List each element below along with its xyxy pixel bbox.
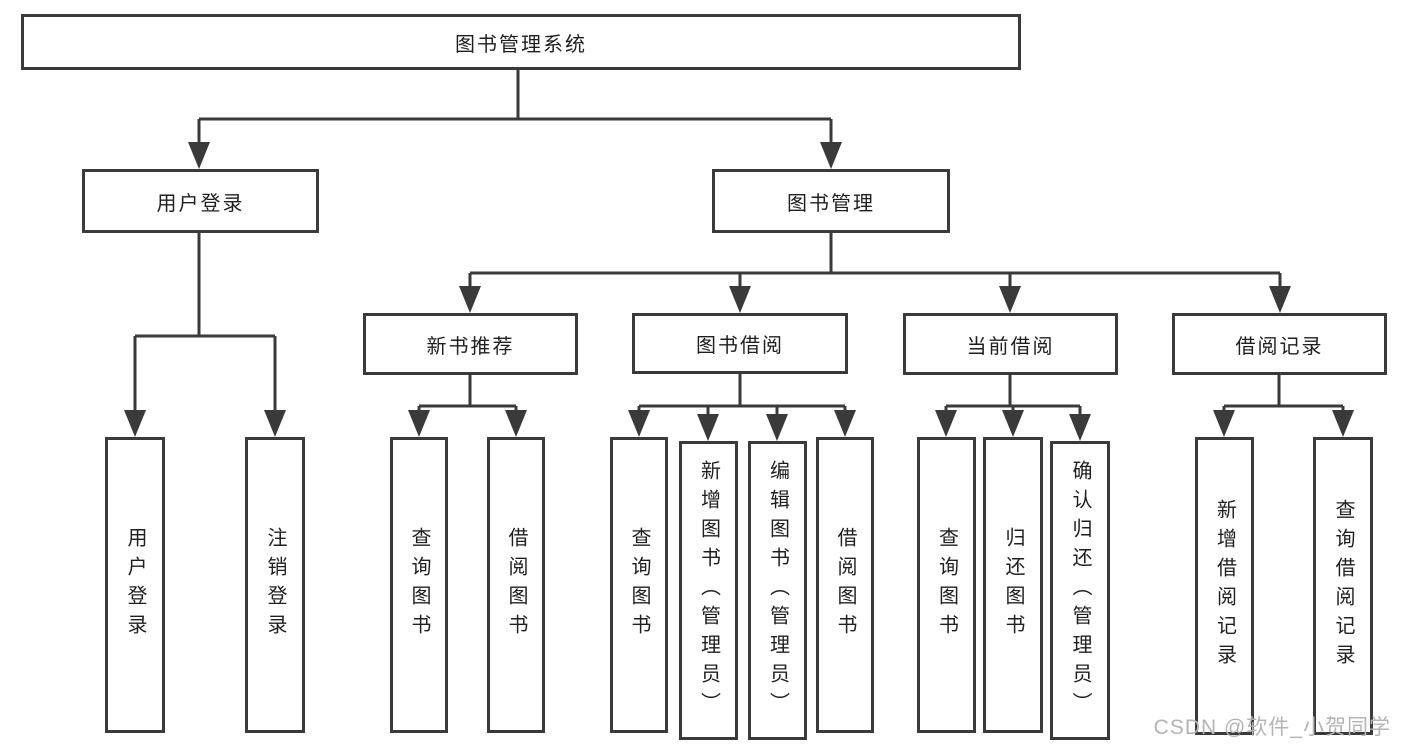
node-book-management: 图书管理 xyxy=(712,169,950,233)
leaf-query-books: 查询图书 xyxy=(610,437,668,733)
leaf-user-login: 用户登录 xyxy=(105,437,165,733)
leaf-confirm-return-admin: 确认归还（管理员） xyxy=(1050,441,1110,740)
arrowhead-icon xyxy=(935,410,957,437)
leaf-add-borrowing-record: 新增借阅记录 xyxy=(1195,437,1254,735)
node-library-management-system: 图书管理系统 xyxy=(21,14,1021,70)
arrowhead-icon xyxy=(124,410,146,437)
node-user-login: 用户登录 xyxy=(82,169,319,233)
node-new-book-recommendation: 新书推荐 xyxy=(363,313,578,375)
arrowhead-icon xyxy=(1002,410,1024,437)
leaf-query-borrowing-record: 查询借阅记录 xyxy=(1313,437,1373,735)
arrowhead-icon xyxy=(264,410,286,437)
leaf-query-books: 查询图书 xyxy=(917,437,976,733)
arrowhead-icon xyxy=(1269,286,1291,313)
arrowhead-icon xyxy=(1332,410,1354,437)
arrowhead-icon xyxy=(999,286,1021,313)
leaf-return-books: 归还图书 xyxy=(983,437,1043,733)
arrowhead-icon xyxy=(1213,410,1235,437)
leaf-borrow-books: 借阅图书 xyxy=(487,437,545,733)
arrowhead-icon xyxy=(459,286,481,313)
leaf-logout: 注销登录 xyxy=(245,437,305,733)
node-borrowing-records: 借阅记录 xyxy=(1172,313,1387,375)
arrowhead-icon xyxy=(628,410,650,437)
arrowhead-icon xyxy=(697,414,719,441)
arrowhead-icon xyxy=(505,410,527,437)
arrowhead-icon xyxy=(729,286,751,313)
leaf-add-books-admin: 新增图书（管理员） xyxy=(679,441,738,740)
arrowhead-icon xyxy=(1069,414,1091,441)
node-current-borrowing: 当前借阅 xyxy=(903,313,1118,375)
arrowhead-icon xyxy=(834,410,856,437)
leaf-query-books: 查询图书 xyxy=(390,437,448,733)
arrowhead-icon xyxy=(188,142,210,169)
arrowhead-icon xyxy=(408,410,430,437)
leaf-edit-books-admin: 编辑图书（管理员） xyxy=(748,441,807,740)
arrowhead-icon xyxy=(766,414,788,441)
csdn-watermark: CSDN @软件_小贺同学 xyxy=(1153,716,1391,739)
arrowhead-icon xyxy=(820,142,842,169)
leaf-borrow-books: 借阅图书 xyxy=(816,437,874,733)
node-book-borrowing: 图书借阅 xyxy=(632,313,848,374)
